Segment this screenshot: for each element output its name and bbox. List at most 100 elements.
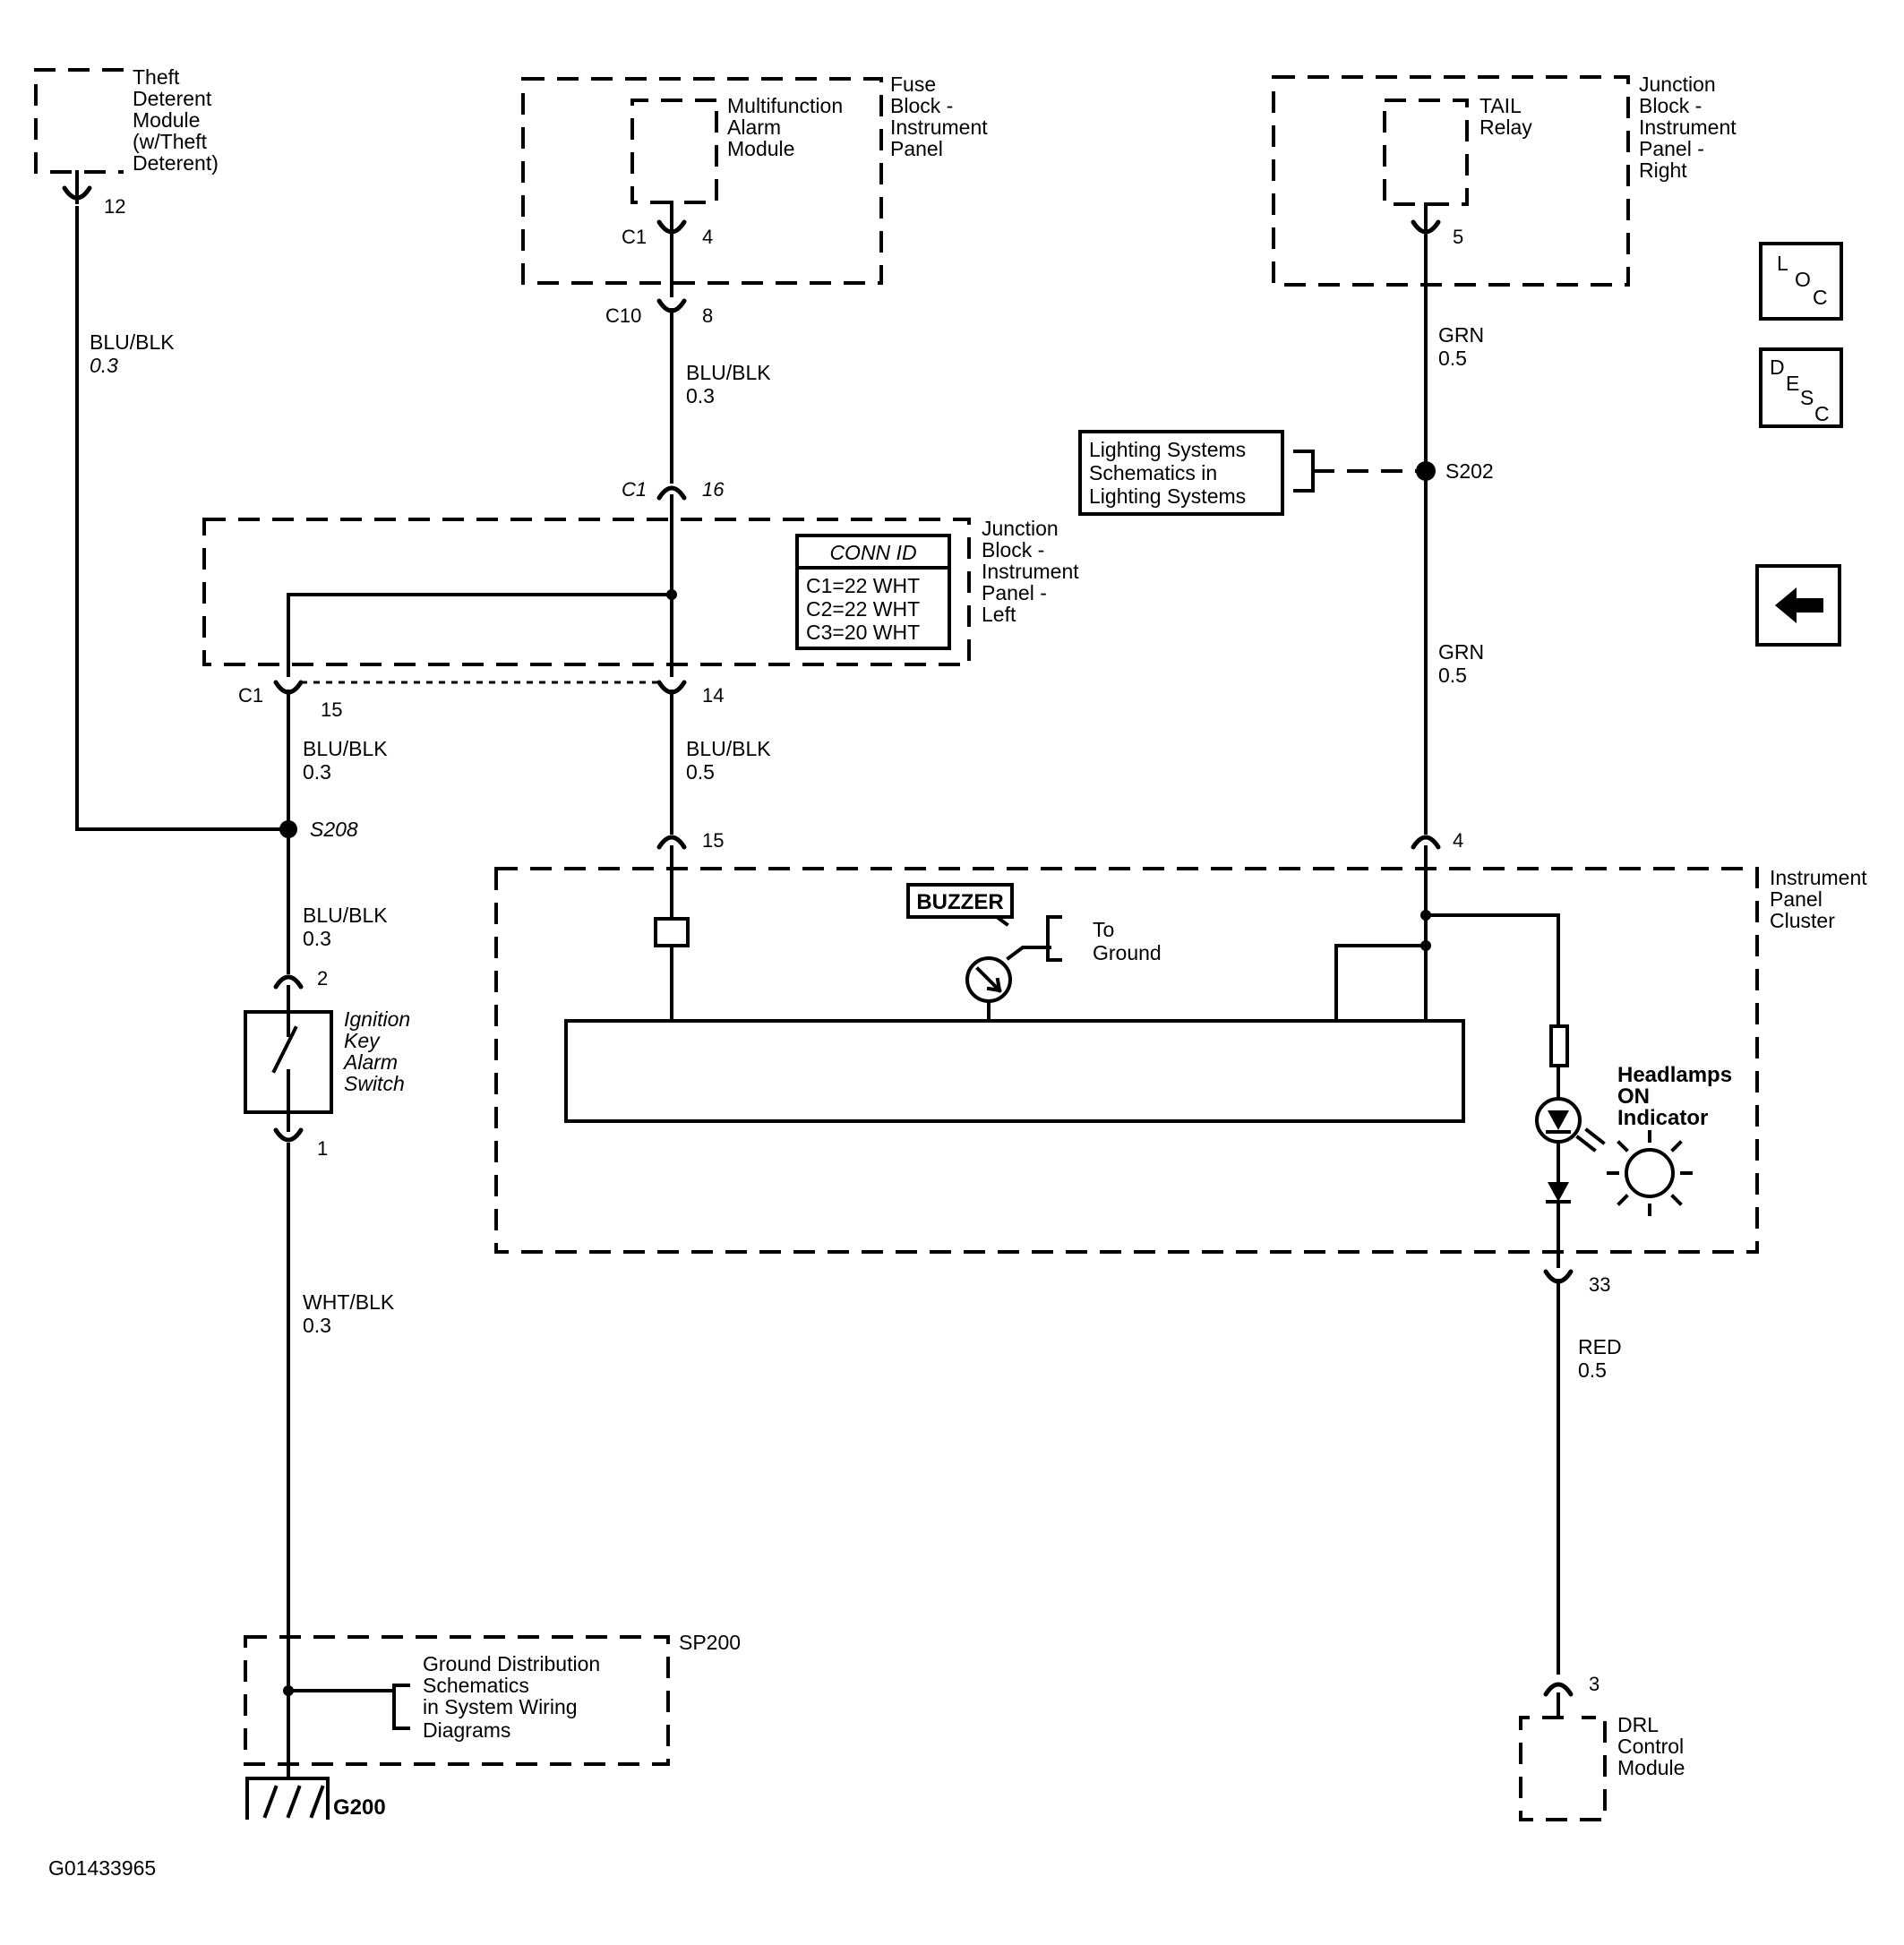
pin-label: 15 bbox=[321, 698, 342, 721]
desc-letter: E bbox=[1786, 372, 1799, 395]
wire-color-label: RED bbox=[1578, 1335, 1622, 1358]
switch-contact-icon bbox=[271, 1010, 298, 1114]
conn-id-row: C1=22 WHT bbox=[806, 574, 920, 597]
conn-id-row: C2=22 WHT bbox=[806, 597, 920, 621]
desc-letter: D bbox=[1770, 356, 1785, 379]
lighting-systems-reference: Lighting Systems Schematics in Lighting … bbox=[1078, 430, 1420, 516]
wire-size-label: 0.5 bbox=[1438, 664, 1467, 687]
wire-color-label: GRN bbox=[1438, 640, 1484, 664]
desc-letter: S bbox=[1800, 386, 1814, 409]
wire-color-label: GRN bbox=[1438, 323, 1484, 347]
pin-label: 5 bbox=[1453, 226, 1463, 248]
junction-dot bbox=[1420, 910, 1431, 921]
wire-color-label: BLU/BLK bbox=[686, 361, 771, 384]
fuse-block-label: Fuse Block - Instrument Panel bbox=[890, 73, 993, 160]
loc-letter: C bbox=[1813, 286, 1828, 309]
wire-color-label: WHT/BLK bbox=[303, 1290, 395, 1314]
conn-id-row: C3=20 WHT bbox=[806, 621, 920, 644]
buzzer-transistor-icon bbox=[965, 956, 1012, 1003]
pin-label: 14 bbox=[702, 684, 724, 707]
lamp-icon bbox=[1625, 1148, 1675, 1198]
junction-dot bbox=[283, 1685, 294, 1696]
multifunction-alarm-module: Multifunction Alarm Module bbox=[630, 94, 849, 204]
conn-id-header: CONN ID bbox=[829, 541, 916, 564]
figure-id: G01433965 bbox=[48, 1856, 156, 1880]
wire-size-label: 0.5 bbox=[686, 760, 715, 784]
pin-label: 33 bbox=[1589, 1273, 1610, 1296]
wire-color-label: BLU/BLK bbox=[303, 904, 388, 927]
pin-label: C1 bbox=[238, 684, 263, 707]
theft-deterrent-module: Theft Deterent Module (w/Theft Deterent) bbox=[34, 65, 219, 175]
wire-size-label: 0.3 bbox=[686, 384, 715, 407]
ground-reference-label: Ground Distribution Schematics in System… bbox=[423, 1652, 606, 1742]
ground-distribution-sp200: Ground Distribution Schematics in System… bbox=[244, 1631, 741, 1766]
s202-label: S202 bbox=[1445, 459, 1494, 483]
pin-label: 4 bbox=[1453, 829, 1463, 852]
junction-block-left: Junction Block - Instrument Panel - Left bbox=[202, 517, 1085, 666]
pin-label: 4 bbox=[702, 226, 713, 248]
sp200-label: SP200 bbox=[679, 1631, 741, 1654]
cluster-controller-block bbox=[564, 1019, 1465, 1123]
instrument-panel-cluster: Instrument Panel Cluster bbox=[494, 866, 1867, 1254]
wire-size-label: 0.3 bbox=[303, 927, 331, 950]
splice-s202 bbox=[1416, 461, 1436, 481]
pin-label: 3 bbox=[1589, 1673, 1600, 1695]
buzzer-label: BUZZER bbox=[916, 890, 1003, 914]
wire-color-label: BLU/BLK bbox=[686, 737, 771, 760]
headlamps-indicator-label: Headlamps ON Indicator bbox=[1617, 1063, 1738, 1130]
pin-label: 12 bbox=[104, 195, 125, 218]
junction-block-left-label: Junction Block - Instrument Panel - Left bbox=[982, 517, 1085, 626]
loc-button[interactable]: L O C bbox=[1759, 242, 1843, 321]
drl-control-module: DRL Control Module bbox=[1519, 1713, 1690, 1821]
tail-relay-label: TAIL Relay bbox=[1479, 94, 1532, 139]
alarm-module-label: Multifunction Alarm Module bbox=[727, 94, 849, 160]
headlamps-on-indicator: Headlamps ON Indicator bbox=[1535, 1024, 1738, 1216]
resistor-icon bbox=[1549, 1024, 1569, 1067]
drl-module-label: DRL Control Module bbox=[1617, 1713, 1690, 1779]
tail-relay: TAIL Relay bbox=[1383, 94, 1532, 206]
splice-s208 bbox=[279, 820, 297, 838]
ground-g200-icon: G200 bbox=[245, 1777, 386, 1820]
pin-label: 16 bbox=[702, 478, 725, 501]
pin-label: 1 bbox=[317, 1137, 328, 1160]
left-arrow-icon bbox=[1775, 587, 1823, 623]
pin-label: C1 bbox=[622, 478, 647, 501]
back-button[interactable] bbox=[1755, 564, 1841, 647]
led-icon bbox=[1535, 1097, 1582, 1144]
junction-block-right-label: Junction Block - Instrument Panel - Righ… bbox=[1639, 73, 1742, 182]
buzzer: BUZZER To Ground bbox=[906, 883, 1162, 1003]
pin-labels: 12 C1 4 C10 8 5 C1 16 C1 15 14 15 4 2 1 … bbox=[104, 195, 1610, 1695]
s208-label: S208 bbox=[310, 818, 358, 841]
junction-dot bbox=[666, 589, 677, 600]
g200-label: G200 bbox=[333, 1795, 386, 1820]
conn-id-table: CONN ID C1=22 WHT C2=22 WHT C3=20 WHT bbox=[795, 534, 951, 650]
loc-letter: L bbox=[1777, 252, 1788, 275]
junction-dot bbox=[1420, 940, 1431, 951]
theft-deterrent-label: Theft Deterent Module (w/Theft Deterent) bbox=[133, 65, 219, 175]
ignition-key-alarm-switch: Ignition Key Alarm Switch bbox=[244, 1007, 416, 1114]
pin-label: C10 bbox=[605, 304, 641, 327]
pin-label: 2 bbox=[317, 967, 328, 990]
cluster-input-block bbox=[654, 917, 690, 947]
wire-size-label: 0.3 bbox=[90, 354, 118, 377]
wires bbox=[75, 206, 1560, 1780]
diode-icon bbox=[1548, 1182, 1569, 1202]
wire-size-label: 0.3 bbox=[303, 1314, 331, 1337]
pin-label: 15 bbox=[702, 829, 724, 852]
to-ground-label: To Ground bbox=[1093, 918, 1162, 964]
desc-button[interactable]: D E S C bbox=[1759, 347, 1843, 428]
wire-color-label: BLU/BLK bbox=[90, 330, 175, 354]
ignition-switch-label: Ignition Key Alarm Switch bbox=[342, 1007, 416, 1095]
desc-letter: C bbox=[1814, 402, 1830, 425]
wire-size-label: 0.3 bbox=[303, 760, 331, 784]
pin-label: C1 bbox=[622, 226, 647, 248]
